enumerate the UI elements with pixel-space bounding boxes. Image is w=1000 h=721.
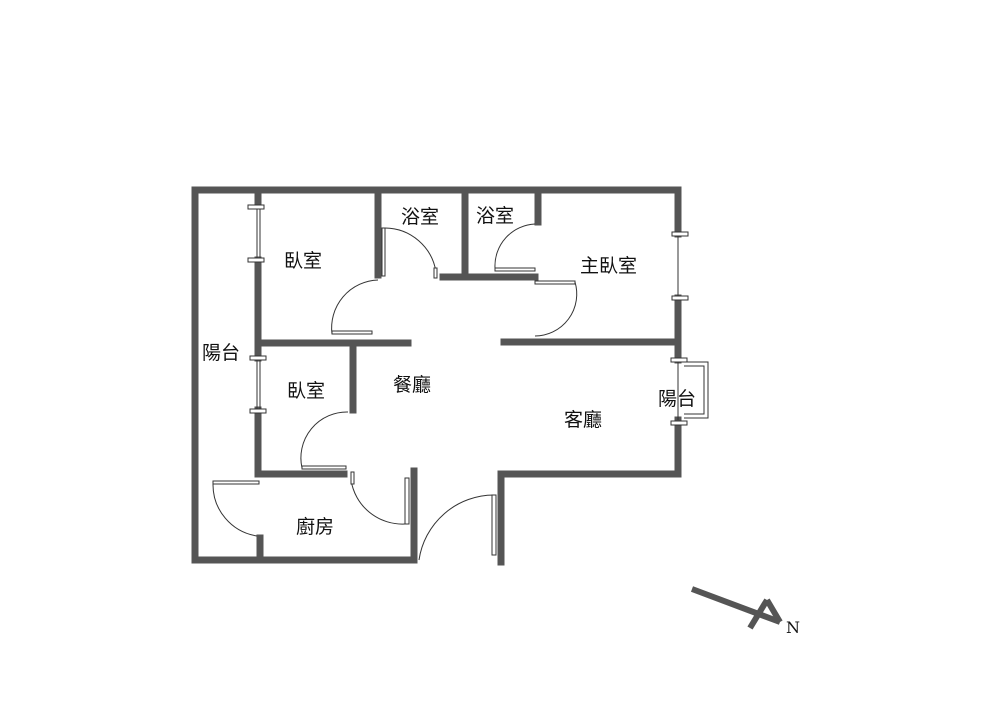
windows <box>247 204 709 426</box>
room-label-dining-room: 餐廳 <box>393 374 432 396</box>
room-label-bedroom-1: 臥室 <box>284 250 323 272</box>
doors <box>212 223 578 561</box>
walls <box>191 186 682 566</box>
room-label-bathroom-1: 浴室 <box>401 206 440 228</box>
room-label-balcony-east: 陽台 <box>658 388 697 410</box>
room-label-bedroom-2: 臥室 <box>287 380 326 402</box>
room-label-living-room: 客廳 <box>564 409 603 431</box>
room-label-master-bedroom: 主臥室 <box>580 255 638 277</box>
compass-arrow <box>690 586 783 630</box>
compass-north-label: N <box>786 618 800 637</box>
room-label-bathroom-2: 浴室 <box>476 205 515 227</box>
room-label-balcony-west: 陽台 <box>202 342 241 364</box>
room-label-kitchen: 廚房 <box>296 516 335 538</box>
